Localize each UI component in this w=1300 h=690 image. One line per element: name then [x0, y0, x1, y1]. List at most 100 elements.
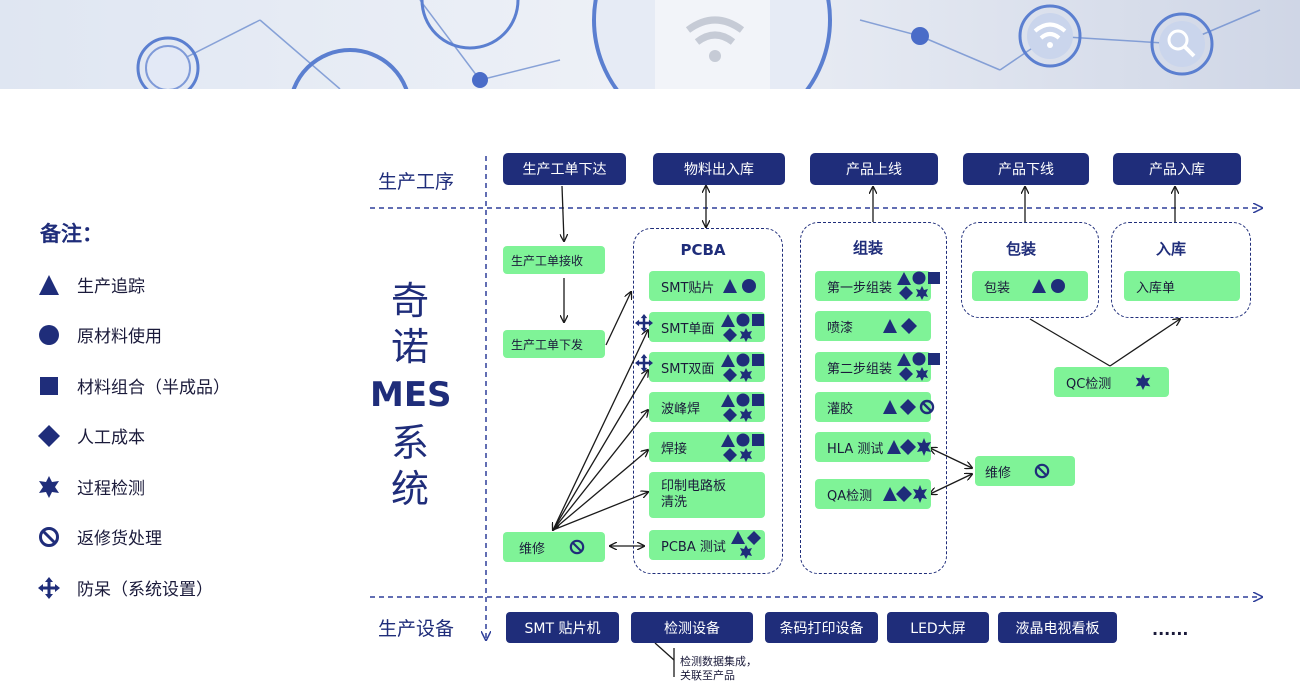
circle-icon — [39, 324, 59, 345]
assembly-step1[interactable]: 第一步组装 — [815, 271, 940, 301]
pcba-pcb-cleaning[interactable]: 印制电路板 清洗 — [649, 472, 765, 518]
pcba-item-label: 印制电路板 清洗 — [661, 479, 727, 510]
pcba-item-label: PCBA 测试 — [661, 539, 726, 555]
square-icon — [40, 376, 58, 395]
assembly-group — [800, 222, 947, 574]
process-icons — [721, 433, 764, 462]
qc-check[interactable]: QC检测 — [1054, 367, 1169, 397]
equipment-note-line2: 关联至产品 — [680, 669, 735, 682]
storage-title: 入库 — [1155, 240, 1186, 258]
assembly-item-label: 灌胶 — [827, 401, 854, 417]
tracking-labor-icons — [883, 318, 917, 334]
storage-group — [1111, 222, 1251, 318]
legend-label: 人工成本 — [77, 428, 145, 448]
assembly-step2[interactable]: 第二步组装 — [815, 352, 940, 382]
assembly-potting[interactable]: 灌胶 — [815, 392, 935, 422]
legend-item-labor: 人工成本 — [38, 423, 145, 448]
move-icon — [635, 314, 653, 332]
star-icon — [1135, 374, 1151, 390]
pcba-item-label: SMT贴片 — [661, 280, 715, 296]
order-issue[interactable]: 生产工单下发 — [503, 330, 605, 358]
process-icons — [887, 438, 931, 456]
equipment-note-line1: 检测数据集成， — [680, 655, 757, 668]
equip-barcode-printer[interactable]: 条码打印设备 — [765, 612, 878, 643]
pcba-soldering[interactable]: 焊接 — [649, 432, 765, 462]
pcba-test[interactable]: PCBA 测试 — [649, 530, 765, 560]
ban-icon — [1034, 463, 1050, 479]
system-title-2: 诺 — [390, 325, 429, 369]
process-icons — [721, 393, 764, 422]
ban-icon — [569, 539, 585, 555]
legend-item-tracking: 生产追踪 — [38, 272, 145, 297]
assembly-qa-check[interactable]: QA检测 — [815, 479, 931, 509]
legend-item-rework: 返修货处理 — [38, 524, 162, 549]
repair-label: 维修 — [985, 465, 1012, 481]
packaging-item[interactable]: 包装 — [972, 271, 1088, 301]
order-receive[interactable]: 生产工单接收 — [503, 246, 605, 274]
process-icons — [721, 313, 764, 342]
order-receive-label: 生产工单接收 — [511, 253, 584, 268]
equip-lcd-board[interactable]: 液晶电视看板 — [998, 612, 1117, 643]
legend-label: 原材料使用 — [77, 327, 162, 347]
assembly-repair[interactable]: 维修 — [975, 456, 1075, 486]
order-issue-label: 生产工单下发 — [511, 337, 584, 352]
assembly-paint[interactable]: 喷漆 — [815, 311, 931, 341]
legend-item-inspection: 过程检测 — [38, 474, 145, 499]
assembly-hla-test[interactable]: HLA 测试 — [815, 432, 931, 462]
assembly-item-label: 第一步组装 — [827, 280, 893, 296]
packaging-title: 包装 — [1005, 240, 1036, 258]
process-icons — [883, 399, 935, 415]
equip-smt-placer[interactable]: SMT 贴片机 — [506, 612, 619, 643]
tracking-material-icons — [723, 279, 756, 293]
pcba-item-label: 波峰焊 — [661, 401, 701, 417]
row-label-equipment: 生产设备 — [378, 618, 455, 640]
equip-led-screen[interactable]: LED大屏 — [887, 612, 989, 643]
system-title-5: 统 — [390, 467, 429, 511]
pcba-item-label: 焊接 — [661, 441, 688, 457]
row-label-process: 生产工序 — [378, 171, 455, 193]
equip-more: ...... — [1152, 620, 1189, 639]
move-icon — [635, 354, 653, 372]
qc-label: QC检测 — [1066, 376, 1112, 392]
step-work-order-issued[interactable]: 生产工单下达 — [503, 153, 626, 185]
pcba-wave-solder[interactable]: 波峰焊 — [649, 392, 765, 422]
assembly-item-label: 第二步组装 — [827, 361, 893, 377]
packaging-group — [961, 222, 1099, 318]
legend-label: 生产追踪 — [77, 277, 145, 297]
move-icon — [38, 576, 60, 599]
step-product-storage[interactable]: 产品入库 — [1113, 153, 1241, 185]
pcba-smt-placement[interactable]: SMT贴片 — [649, 271, 765, 301]
process-icons — [731, 531, 761, 559]
order-repair-label: 维修 — [519, 541, 546, 557]
pcba-item-label: SMT双面 — [661, 361, 715, 377]
assembly-title: 组装 — [852, 239, 883, 257]
order-repair[interactable]: 维修 — [503, 532, 605, 562]
assembly-item-label: HLA 测试 — [827, 441, 884, 457]
process-icons — [897, 352, 940, 381]
equip-inspection[interactable]: 检测设备 — [631, 612, 753, 643]
process-icons — [883, 485, 927, 503]
legend-title: 备注： — [40, 222, 103, 246]
system-title-4: 系 — [390, 421, 429, 465]
ban-icon — [39, 526, 59, 547]
process-icons — [897, 271, 940, 300]
system-title-3: MES — [370, 375, 452, 415]
step-material-inout[interactable]: 物料出入库 — [653, 153, 785, 185]
legend-label: 返修货处理 — [77, 529, 162, 549]
legend-item-foolproof: 防呆（系统设置） — [38, 575, 213, 600]
pcba-smt-double[interactable]: SMT双面 — [649, 352, 765, 382]
legend-label: 过程检测 — [77, 479, 145, 499]
pcba-smt-single[interactable]: SMT单面 — [649, 312, 765, 342]
system-title-1: 奇 — [390, 279, 429, 323]
storage-item[interactable]: 入库单 — [1124, 271, 1240, 301]
triangle-icon — [39, 274, 59, 295]
tracking-material-icons — [1032, 279, 1065, 293]
assembly-item-label: QA检测 — [827, 488, 873, 504]
pcba-title: PCBA — [680, 241, 726, 259]
process-icons — [721, 353, 764, 382]
step-product-offline[interactable]: 产品下线 — [963, 153, 1089, 185]
star-icon — [39, 475, 59, 498]
diamond-icon — [38, 424, 60, 447]
step-product-online[interactable]: 产品上线 — [810, 153, 938, 185]
